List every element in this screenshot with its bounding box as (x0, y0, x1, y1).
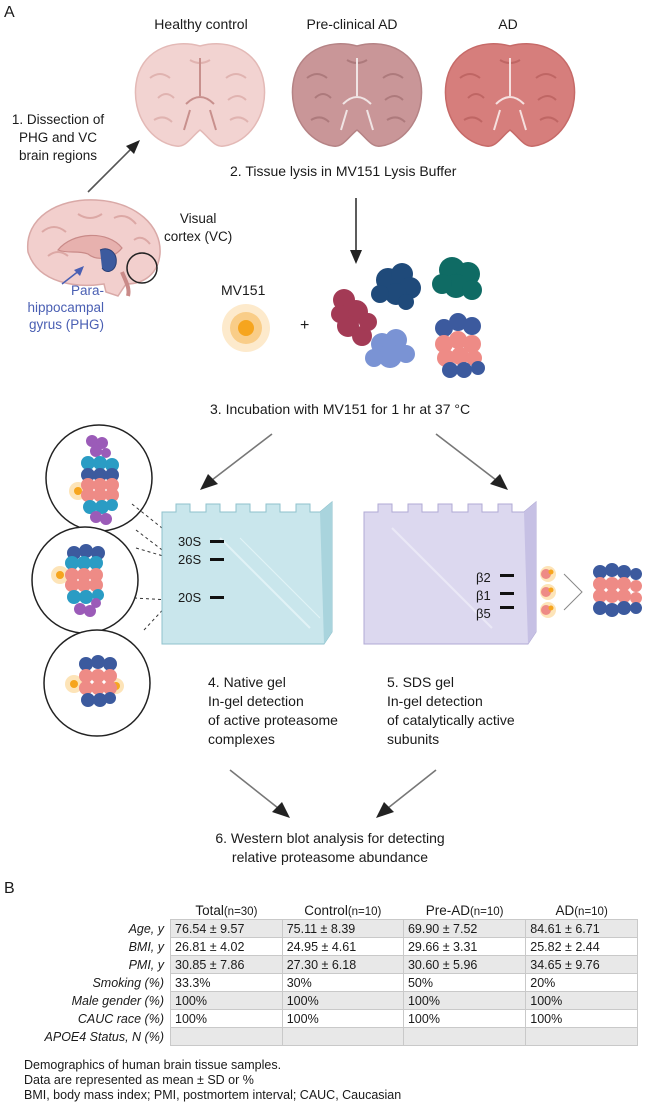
arrow-lysis-down (350, 198, 362, 264)
step1-text: 1. Dissection of PHG and VC brain region… (2, 111, 114, 165)
step5-line-3: of catalytically active (387, 712, 515, 728)
vc-line-2: cortex (VC) (164, 229, 233, 244)
step4-line-3: of active proteasome (208, 712, 338, 728)
panel-b-letter: B (4, 880, 15, 897)
col-ad: AD(n=10) (555, 903, 608, 918)
table-header-row: Total(n=30) Control(n=10) Pre-AD(n=10) A… (14, 902, 638, 920)
step3-text: 3. Incubation with MV151 for 1 hr at 37 … (210, 401, 471, 417)
sds-gel (363, 500, 537, 645)
visual-cortex-circle (126, 252, 158, 284)
arrow-sds-to-wb (376, 769, 437, 818)
step5-text: 5. SDS gel In-gel detection of catalytic… (387, 673, 515, 749)
table-row: Smoking (%) 33.3% 30% 50% 20% (14, 973, 638, 992)
col-control: Control(n=10) (304, 903, 382, 918)
proteasome-30s-circle (45, 424, 153, 532)
step6-text: 6. Western blot analysis for detecting r… (160, 829, 500, 867)
phg-pointer-arrow (61, 266, 84, 285)
step2-text: 2. Tissue lysis in MV151 Lysis Buffer (230, 163, 457, 179)
footnote-2: Data are represented as mean ± SD or % (24, 1073, 254, 1087)
arrow-to-native-gel (200, 433, 273, 490)
step4-line-1: 4. Native gel (208, 674, 286, 690)
band-beta2: β2 (476, 570, 491, 585)
step5-line-4: subunits (387, 731, 440, 747)
label-healthy-control: Healthy control (154, 16, 248, 32)
table-row: CAUC race (%) 100% 100% 100% 100% (14, 1009, 638, 1028)
band-26s: 26S (178, 552, 202, 567)
arrow-to-sds-gel (435, 433, 508, 490)
phg-line-2: hippocampal (27, 300, 104, 315)
vc-line-1: Visual (179, 211, 217, 226)
panel-a-letter: A (4, 4, 15, 21)
step4-line-2: In-gel detection (208, 693, 304, 709)
step6-line-2: relative proteasome abundance (231, 849, 429, 865)
step5-line-2: In-gel detection (387, 693, 483, 709)
plus-sign: + (300, 317, 310, 334)
band-30s: 30S (178, 534, 202, 549)
protein-red (331, 289, 377, 346)
step4-line-4: complexes (208, 731, 275, 747)
label-preclinical-ad: Pre-clinical AD (306, 16, 398, 32)
demographics-table: Total(n=30) Control(n=10) Pre-AD(n=10) A… (14, 902, 638, 1046)
band-beta1: β1 (476, 588, 491, 603)
phg-line-3: gyrus (PHG) (28, 317, 104, 332)
table-footnotes: Demographics of human brain tissue sampl… (24, 1058, 401, 1103)
phg-label: Para- hippocampal gyrus (PHG) (4, 282, 104, 333)
table-row: APOE4 Status, N (%) (14, 1027, 638, 1046)
arrow-dissection (87, 140, 140, 193)
band-beta5: β5 (476, 606, 491, 621)
step6-line-1: 6. Western blot analysis for detecting (215, 830, 445, 846)
step1-line-2: PHG and VC (18, 130, 98, 145)
sagittal-brain-icon (27, 199, 161, 297)
visual-cortex-label: Visual cortex (VC) (164, 210, 232, 246)
band-20s: 20S (178, 590, 202, 605)
proteins-cluster-icon (331, 257, 485, 378)
native-gel (161, 500, 333, 645)
mv151-probe-icon (222, 304, 270, 352)
table-row: Age, y 76.54 ± 9.57 75.11 ± 8.39 69.90 ±… (14, 919, 638, 938)
label-ad: AD (498, 16, 518, 32)
footnote-3: BMI, body mass index; PMI, postmortem in… (24, 1088, 402, 1102)
step5-line-1: 5. SDS gel (387, 674, 454, 690)
phg-line-1: Para- (70, 283, 104, 298)
mv151-label: MV151 (221, 282, 266, 298)
subunits-proteasome-icon (540, 563, 642, 618)
proteasome-20s-circle (43, 629, 151, 737)
col-total: Total(n=30) (195, 903, 258, 918)
table-row: Male gender (%) 100% 100% 100% 100% (14, 991, 638, 1010)
table-row: BMI, y 26.81 ± 4.02 24.95 ± 4.61 29.66 ±… (14, 937, 638, 956)
ad-brain-icon (444, 43, 576, 147)
preclinical-brain-icon (291, 43, 423, 147)
table-row: PMI, y 30.85 ± 7.86 27.30 ± 6.18 30.60 ±… (14, 955, 638, 974)
proteasome-26s-circle (31, 526, 139, 634)
step4-text: 4. Native gel In-gel detection of active… (208, 673, 338, 749)
healthy-brain-icon (134, 43, 266, 147)
col-pre-ad: Pre-AD(n=10) (425, 903, 504, 918)
arrow-native-to-wb (229, 769, 290, 818)
step1-line-3: brain regions (18, 148, 98, 163)
footnote-1: Demographics of human brain tissue sampl… (24, 1058, 282, 1072)
step1-line-1: 1. Dissection of (11, 112, 105, 127)
